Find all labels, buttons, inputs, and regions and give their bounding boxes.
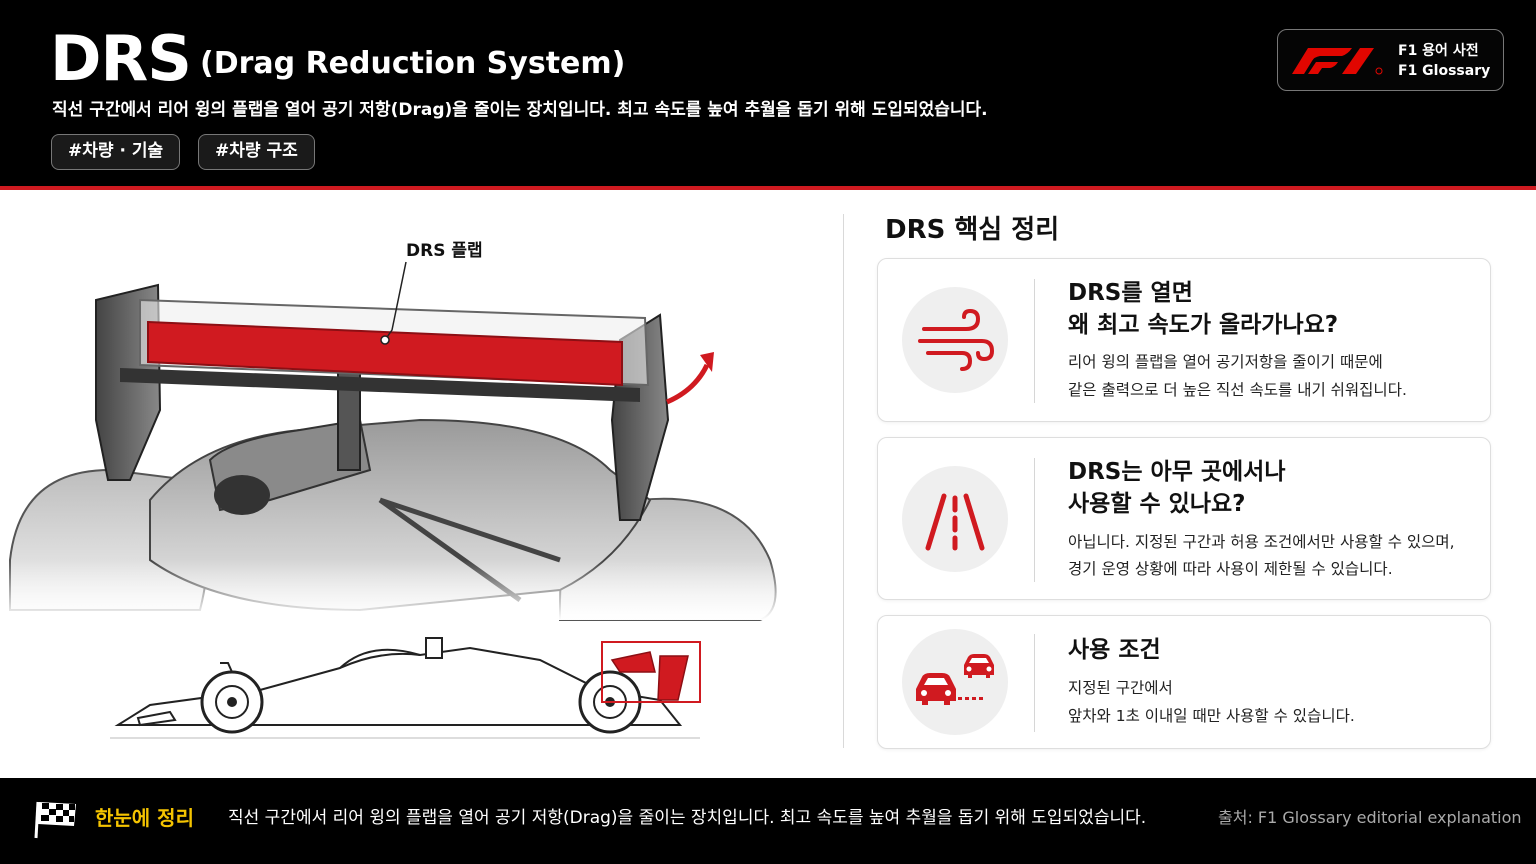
footer-summary-text: 직선 구간에서 리어 윙의 플랩을 열어 공기 저항(Drag)을 줄이는 장치…: [228, 808, 1147, 828]
card-question: DRS는 아무 곳에서나: [1068, 459, 1286, 485]
footer-source: 출처: F1 Glossary editorial explanation: [1218, 808, 1522, 827]
card-answer: 아닙니다. 지정된 구간과 허용 조건에서만 사용할 수 있으며,: [1068, 533, 1455, 551]
road-icon: [902, 466, 1008, 572]
summary-title: DRS 핵심 정리: [885, 215, 1060, 245]
f1-logo: [1292, 48, 1383, 75]
cars-icon: [902, 629, 1008, 735]
card-question: 왜 최고 속도가 올라가나요?: [1068, 312, 1339, 338]
summary-card-location: DRS는 아무 곳에서나 사용할 수 있나요? 아닙니다. 지정된 구간과 허용…: [877, 437, 1491, 600]
tag-vehicle-structure[interactable]: #차량 구조: [198, 134, 315, 170]
card-answer: 경기 운영 상황에 따라 사용이 제한될 수 있습니다.: [1068, 560, 1393, 578]
footer: 한눈에 정리 직선 구간에서 리어 윙의 플랩을 열어 공기 저항(Drag)을…: [0, 778, 1536, 864]
wind-icon: [902, 287, 1008, 393]
card-question: 사용할 수 있나요?: [1068, 491, 1246, 517]
card-question: DRS를 열면: [1068, 280, 1193, 306]
badge-title-ko: F1 용어 사전: [1398, 43, 1479, 59]
car-side-view: [110, 637, 701, 739]
page-description: 직선 구간에서 리어 윙의 플랩을 열어 공기 저항(Drag)을 줄이는 장치…: [52, 100, 988, 120]
card-answer: 리어 윙의 플랩을 열어 공기저항을 줄이기 때문에: [1068, 353, 1383, 371]
vertical-divider: [843, 214, 844, 748]
rear-wing-illustration: [0, 261, 830, 739]
card-question: 사용 조건: [1068, 637, 1161, 663]
header-accent-rule: [0, 186, 1536, 190]
page-title: DRS: [50, 22, 192, 95]
glossary-badge: F1 용어 사전 F1 Glossary: [1277, 29, 1504, 91]
card-answer: 앞차와 1초 이내일 때만 사용할 수 있습니다.: [1068, 707, 1355, 725]
page-subtitle: (Drag Reduction System): [200, 46, 626, 81]
checkered-flag-icon: [34, 801, 76, 839]
summary-card-speed: DRS를 열면 왜 최고 속도가 올라가나요? 리어 윙의 플랩을 열어 공기저…: [877, 258, 1491, 422]
tag-vehicle-tech[interactable]: #차량 · 기술: [51, 134, 181, 170]
footer-summary-label: 한눈에 정리: [95, 806, 194, 830]
badge-title-en: F1 Glossary: [1398, 63, 1491, 79]
card-answer: 지정된 구간에서: [1068, 679, 1173, 697]
card-answer: 같은 출력으로 더 높은 직선 속도를 내기 쉬워집니다.: [1068, 381, 1407, 399]
header: DRS (Drag Reduction System) 직선 구간에서 리어 윙…: [0, 0, 1536, 186]
summary-card-conditions: 사용 조건 지정된 구간에서 앞차와 1초 이내일 때만 사용할 수 있습니다.: [877, 615, 1491, 749]
drs-flap-label: DRS 플랩: [406, 241, 483, 261]
